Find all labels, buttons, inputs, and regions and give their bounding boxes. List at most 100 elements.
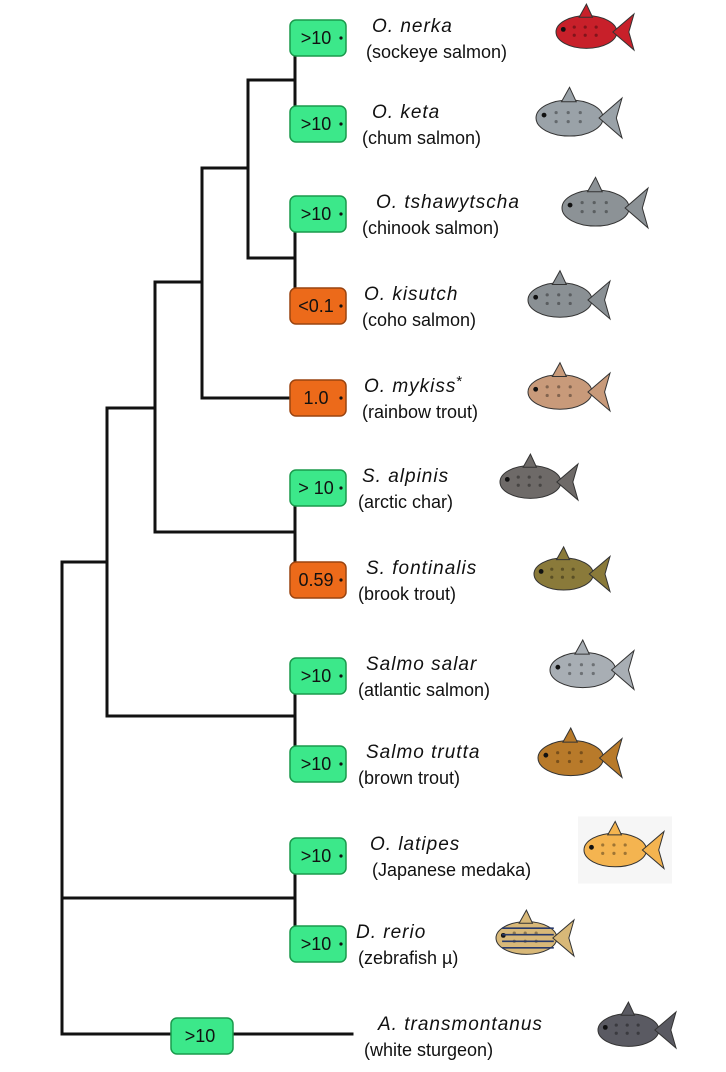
fish-eye	[539, 569, 544, 574]
common-name: (zebrafish µ)	[358, 948, 458, 968]
fish-eye	[533, 295, 538, 300]
fish-spot	[584, 25, 587, 28]
fish-body	[536, 100, 603, 136]
fish-spot	[550, 568, 553, 571]
scientific-name: D. rerio	[356, 922, 426, 943]
common-name: (arctic char)	[358, 492, 453, 512]
common-name: (coho salmon)	[362, 310, 476, 330]
value-badge: >10	[290, 746, 346, 782]
fish-spot	[579, 120, 582, 123]
fish-eye	[543, 753, 548, 758]
fish-spot	[568, 663, 571, 666]
value-badge-label: >10	[301, 114, 332, 134]
fish-spot	[581, 201, 584, 204]
fish-spot	[561, 568, 564, 571]
common-name: (Japanese medaka)	[372, 860, 531, 880]
fish-spot	[569, 385, 572, 388]
fish-spot	[546, 394, 549, 397]
fish-spot	[546, 302, 549, 305]
fish-spot	[528, 484, 531, 487]
fish-body	[528, 375, 592, 409]
fish-spot	[517, 484, 520, 487]
value-badge: >10	[290, 20, 346, 56]
scientific-name-mark: *	[456, 373, 463, 390]
badge-connector-dot	[339, 674, 342, 677]
value-badge: >10	[290, 106, 346, 142]
fish-spot	[528, 475, 531, 478]
fish-spot	[615, 1023, 618, 1026]
fish-spot	[517, 475, 520, 478]
value-badge: >10	[290, 838, 346, 874]
fish-eye	[589, 845, 594, 850]
fish-body	[584, 833, 646, 867]
fish-spot	[539, 484, 542, 487]
fish-body	[538, 740, 604, 775]
value-badge-label: 1.0	[303, 388, 328, 408]
value-badge-label: >10	[301, 934, 332, 954]
fish-spot	[601, 843, 604, 846]
fish-body	[528, 283, 592, 317]
fish-spot	[580, 751, 583, 754]
badge-connector-dot	[339, 212, 342, 215]
fish-spot	[546, 385, 549, 388]
fish-eye	[561, 27, 566, 32]
value-badge: >10	[290, 926, 346, 962]
badge-connector-dot	[339, 304, 342, 307]
value-badge-label: >10	[301, 754, 332, 774]
value-badge: <0.1	[290, 288, 346, 324]
fish-spot	[556, 751, 559, 754]
fish-spot	[615, 1032, 618, 1035]
fish-eye	[533, 387, 538, 392]
fish-spot	[580, 663, 583, 666]
fish-spot	[569, 394, 572, 397]
scientific-name: O. kisutch	[364, 284, 458, 305]
fish-eye	[568, 203, 573, 208]
fish-spot	[569, 302, 572, 305]
value-badge-label: >10	[301, 846, 332, 866]
badge-connector-dot	[339, 486, 342, 489]
value-badge-label: <0.1	[298, 296, 334, 316]
fish-spot	[626, 1032, 629, 1035]
fish-spot	[557, 293, 560, 296]
badge-connector-dot	[339, 762, 342, 765]
badge-connector-dot	[339, 396, 342, 399]
badge-connector-dot	[339, 36, 342, 39]
fish-spot	[624, 852, 627, 855]
fish-spot	[605, 201, 608, 204]
fish-spot	[567, 120, 570, 123]
common-name: (brook trout)	[358, 584, 456, 604]
fish-spot	[557, 302, 560, 305]
scientific-name: S. fontinalis	[366, 558, 477, 579]
value-badge-label: >10	[301, 666, 332, 686]
value-badge: 1.0	[290, 380, 346, 416]
common-name: (brown trout)	[358, 768, 460, 788]
value-badge: >10	[171, 1018, 233, 1054]
fish-body	[598, 1014, 659, 1047]
fish-spot	[595, 25, 598, 28]
fish-spot	[555, 120, 558, 123]
fish-spot	[601, 852, 604, 855]
fish-spot	[612, 843, 615, 846]
fish-spot	[624, 843, 627, 846]
fish-spot	[556, 760, 559, 763]
common-name: (chinook salmon)	[362, 218, 499, 238]
badge-connector-dot	[339, 942, 342, 945]
fish-spot	[579, 111, 582, 114]
scientific-name: O. latipes	[370, 834, 460, 855]
fish-spot	[593, 210, 596, 213]
fish-spot	[584, 34, 587, 37]
fish-eye	[505, 477, 510, 482]
fish-body	[496, 922, 557, 955]
fish-spot	[592, 663, 595, 666]
fish-spot	[569, 293, 572, 296]
fish-spot	[572, 576, 575, 579]
fish-spot	[561, 576, 564, 579]
scientific-name: O. keta	[372, 102, 440, 123]
fish-spot	[637, 1023, 640, 1026]
fish-spot	[595, 34, 598, 37]
value-badge: > 10	[290, 470, 346, 506]
value-badge-label: >10	[185, 1026, 216, 1046]
scientific-name: Salmo salar	[366, 654, 477, 675]
